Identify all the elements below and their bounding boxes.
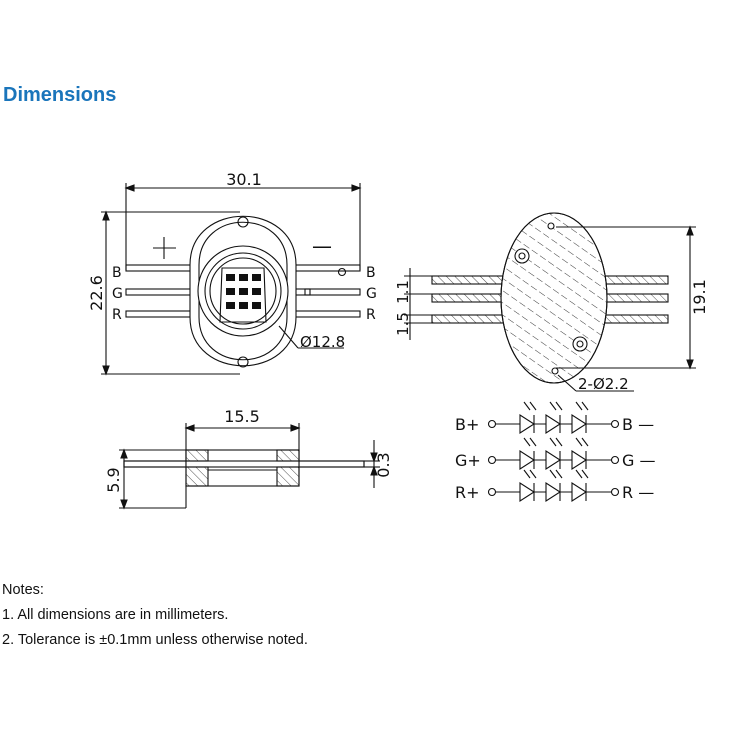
notes-title: Notes: — [2, 582, 44, 598]
back-pitch-dim-1: 1.1 — [394, 280, 412, 304]
note-item: 2. Tolerance is ±0.1mm unless otherwise … — [2, 632, 308, 648]
page-heading: Dimensions — [3, 84, 117, 106]
top-diameter-dim: Ø12.8 — [300, 333, 345, 351]
schematic — [487, 401, 620, 503]
top-right-pin-r: R — [366, 307, 376, 323]
led-chip-grid — [226, 274, 261, 309]
top-right-pin-b: B — [366, 265, 376, 281]
schematic-row-g — [487, 437, 620, 471]
notes-section: Notes: 1. All dimensions are in millimet… — [2, 578, 308, 653]
schematic-b-minus: B — — [622, 415, 654, 434]
schematic-row-b — [487, 401, 620, 435]
side-thickness-dim: 0.3 — [374, 452, 393, 477]
back-pitch-dim-2: 1.5 — [394, 312, 412, 336]
side-width-dim: 15.5 — [224, 407, 260, 426]
top-view — [101, 183, 362, 376]
back-hole-dim: 2-Ø2.2 — [578, 375, 629, 393]
top-left-pin-b: B — [112, 265, 122, 281]
top-left-pin-r: R — [112, 307, 122, 323]
schematic-b-plus: B+ — [455, 415, 479, 434]
schematic-r-minus: R — — [622, 483, 654, 502]
back-view — [404, 212, 696, 392]
schematic-g-minus: G — — [622, 451, 655, 470]
back-height-dim: 19.1 — [690, 279, 709, 315]
note-item: 1. All dimensions are in millimeters. — [2, 607, 229, 623]
side-height-dim: 5.9 — [104, 467, 123, 492]
schematic-row-r — [487, 469, 620, 503]
top-width-dim: 30.1 — [226, 170, 262, 189]
top-height-dim: 22.6 — [87, 275, 106, 311]
side-view — [119, 423, 380, 510]
top-left-pin-g: G — [112, 286, 123, 302]
top-minus-sign: — — [312, 234, 332, 258]
schematic-g-plus: G+ — [455, 451, 481, 470]
top-right-pin-g: G — [366, 286, 377, 302]
schematic-r-plus: R+ — [455, 483, 480, 502]
